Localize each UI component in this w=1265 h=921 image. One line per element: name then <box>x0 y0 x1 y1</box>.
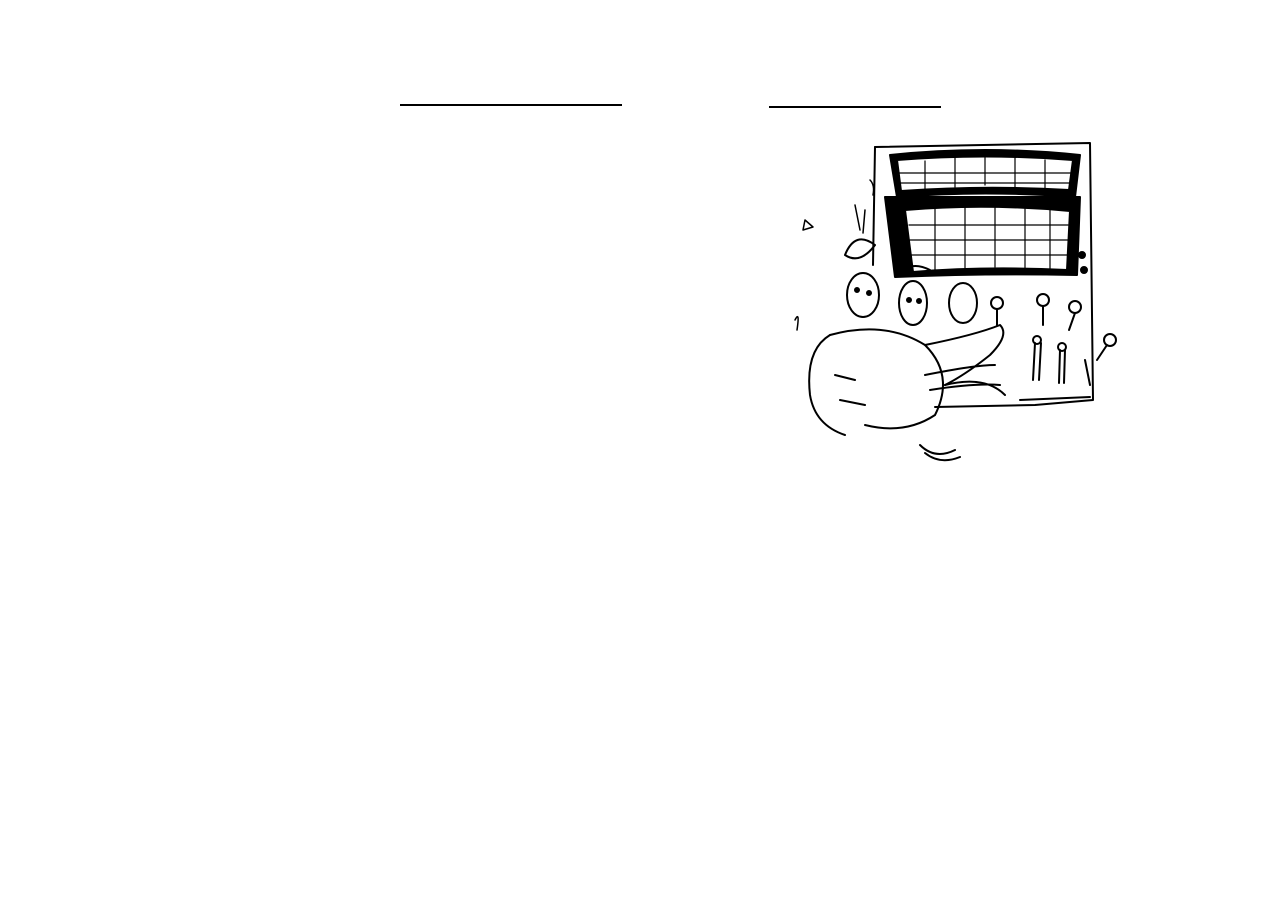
blank-line-2 <box>769 106 941 108</box>
blank-line-1 <box>400 104 622 106</box>
cartoon-illustration <box>794 142 1117 462</box>
motion-marks <box>794 179 875 331</box>
monitor-screens <box>884 149 1081 278</box>
console-cabinet <box>872 142 1094 408</box>
console-knobs <box>990 251 1117 386</box>
person-figure <box>808 238 1006 462</box>
